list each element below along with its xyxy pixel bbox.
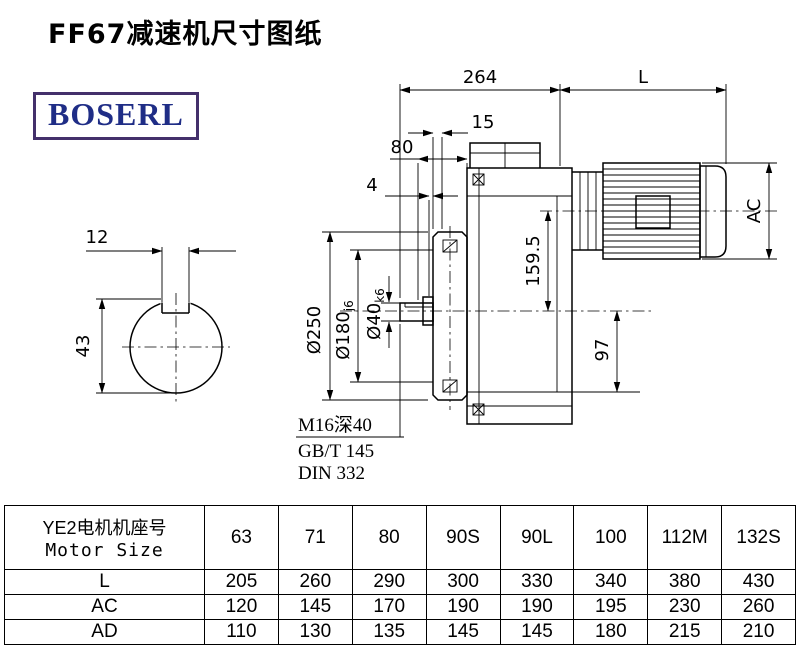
motor-nameplate (635, 195, 671, 229)
table-row-L: L 205 260 290 300 330 340 380 430 (4, 569, 796, 595)
cell: 290 (351, 569, 427, 595)
section-centerlines (122, 293, 230, 403)
dim-label-dia250: Ø250 (304, 306, 325, 355)
keyway-slot (161, 302, 190, 314)
dimension-key-height: 43 (73, 298, 176, 394)
dim-label-80: 80 (391, 137, 414, 158)
cell: 145 (499, 619, 575, 645)
page-title: FF67减速机尺寸图纸 (48, 19, 323, 50)
table-header-row: YE2电机机座号 Motor Size 63 71 80 90S 90L 100… (4, 505, 796, 570)
note-din: DIN 332 (298, 463, 365, 484)
column-header: 132S (721, 505, 796, 570)
cell: 170 (351, 594, 427, 620)
cell: 380 (647, 569, 723, 595)
row-label: AD (4, 619, 205, 645)
note-tap: M16深40 (298, 414, 372, 436)
dim-label-43: 43 (73, 335, 94, 358)
cell: 190 (425, 594, 501, 620)
cell: 205 (204, 569, 279, 595)
keyway-clear (160, 297, 191, 312)
cell: 230 (647, 594, 723, 620)
table-row-AC: AC 120 145 170 190 190 195 230 260 (4, 594, 796, 620)
column-header: 112M (647, 505, 723, 570)
note-gbt: GB/T 145 (298, 441, 374, 462)
dim-label-L: L (638, 67, 648, 88)
fan-cowl (699, 165, 727, 258)
header-line2: Motor Size (45, 540, 164, 561)
motor-size-table: YE2电机机座号 Motor Size 63 71 80 90S 90L 100… (4, 505, 796, 645)
cell: 135 (351, 619, 427, 645)
row-label: L (4, 569, 205, 595)
column-header: 71 (277, 505, 353, 570)
column-header: 100 (573, 505, 649, 570)
boserl-logo-text: BOSERL (48, 96, 184, 132)
cell: 330 (499, 569, 575, 595)
column-header: 80 (351, 505, 427, 570)
cell: 340 (573, 569, 649, 595)
cell: 180 (573, 619, 649, 645)
row-label: AC (4, 594, 205, 620)
motor-size-header-cell: YE2电机机座号 Motor Size (4, 505, 205, 570)
dim-label-4: 4 (366, 175, 377, 196)
cell: 130 (277, 619, 353, 645)
dim-label-15: 15 (472, 112, 495, 133)
cell: 300 (425, 569, 501, 595)
cell: 215 (647, 619, 723, 645)
dim-label-264: 264 (463, 67, 497, 88)
header-line1: YE2电机机座号 (42, 518, 167, 538)
cell: 210 (721, 619, 796, 645)
cell: 195 (573, 594, 649, 620)
dim-label-159-5: 159.5 (523, 235, 544, 287)
dim-label-AC: AC (744, 199, 765, 224)
cell: 145 (425, 619, 501, 645)
dim-label-dia40: Ø40k6 (364, 288, 387, 340)
dimension-key-width: 12 (86, 227, 236, 302)
technical-drawing: 12 43 (73, 67, 780, 484)
column-header: 90L (499, 505, 575, 570)
cell: 190 (499, 594, 575, 620)
thread-note: M16深40 GB/T 145 DIN 332 (296, 324, 404, 484)
side-view: 264 L 15 80 4 (296, 67, 780, 484)
dimensions: 264 L 15 80 4 (304, 67, 777, 401)
motor (572, 162, 727, 260)
shaft-section-view: 12 43 (73, 227, 236, 403)
dim-label-12: 12 (86, 227, 109, 248)
table-row-AD: AD 110 130 135 145 145 180 215 210 (4, 619, 796, 645)
cell: 260 (721, 594, 796, 620)
centerlines (340, 210, 780, 410)
cell: 260 (277, 569, 353, 595)
column-header: 90S (425, 505, 501, 570)
cell: 430 (721, 569, 796, 595)
cell: 110 (204, 619, 279, 645)
cell: 145 (277, 594, 353, 620)
dim-label-dia180: Ø180j6 (333, 300, 356, 360)
cell: 120 (204, 594, 279, 620)
gearbox-housing (466, 142, 573, 425)
boserl-logo: BOSERL (33, 92, 199, 140)
dim-label-97: 97 (592, 339, 613, 362)
column-header: 63 (204, 505, 279, 570)
